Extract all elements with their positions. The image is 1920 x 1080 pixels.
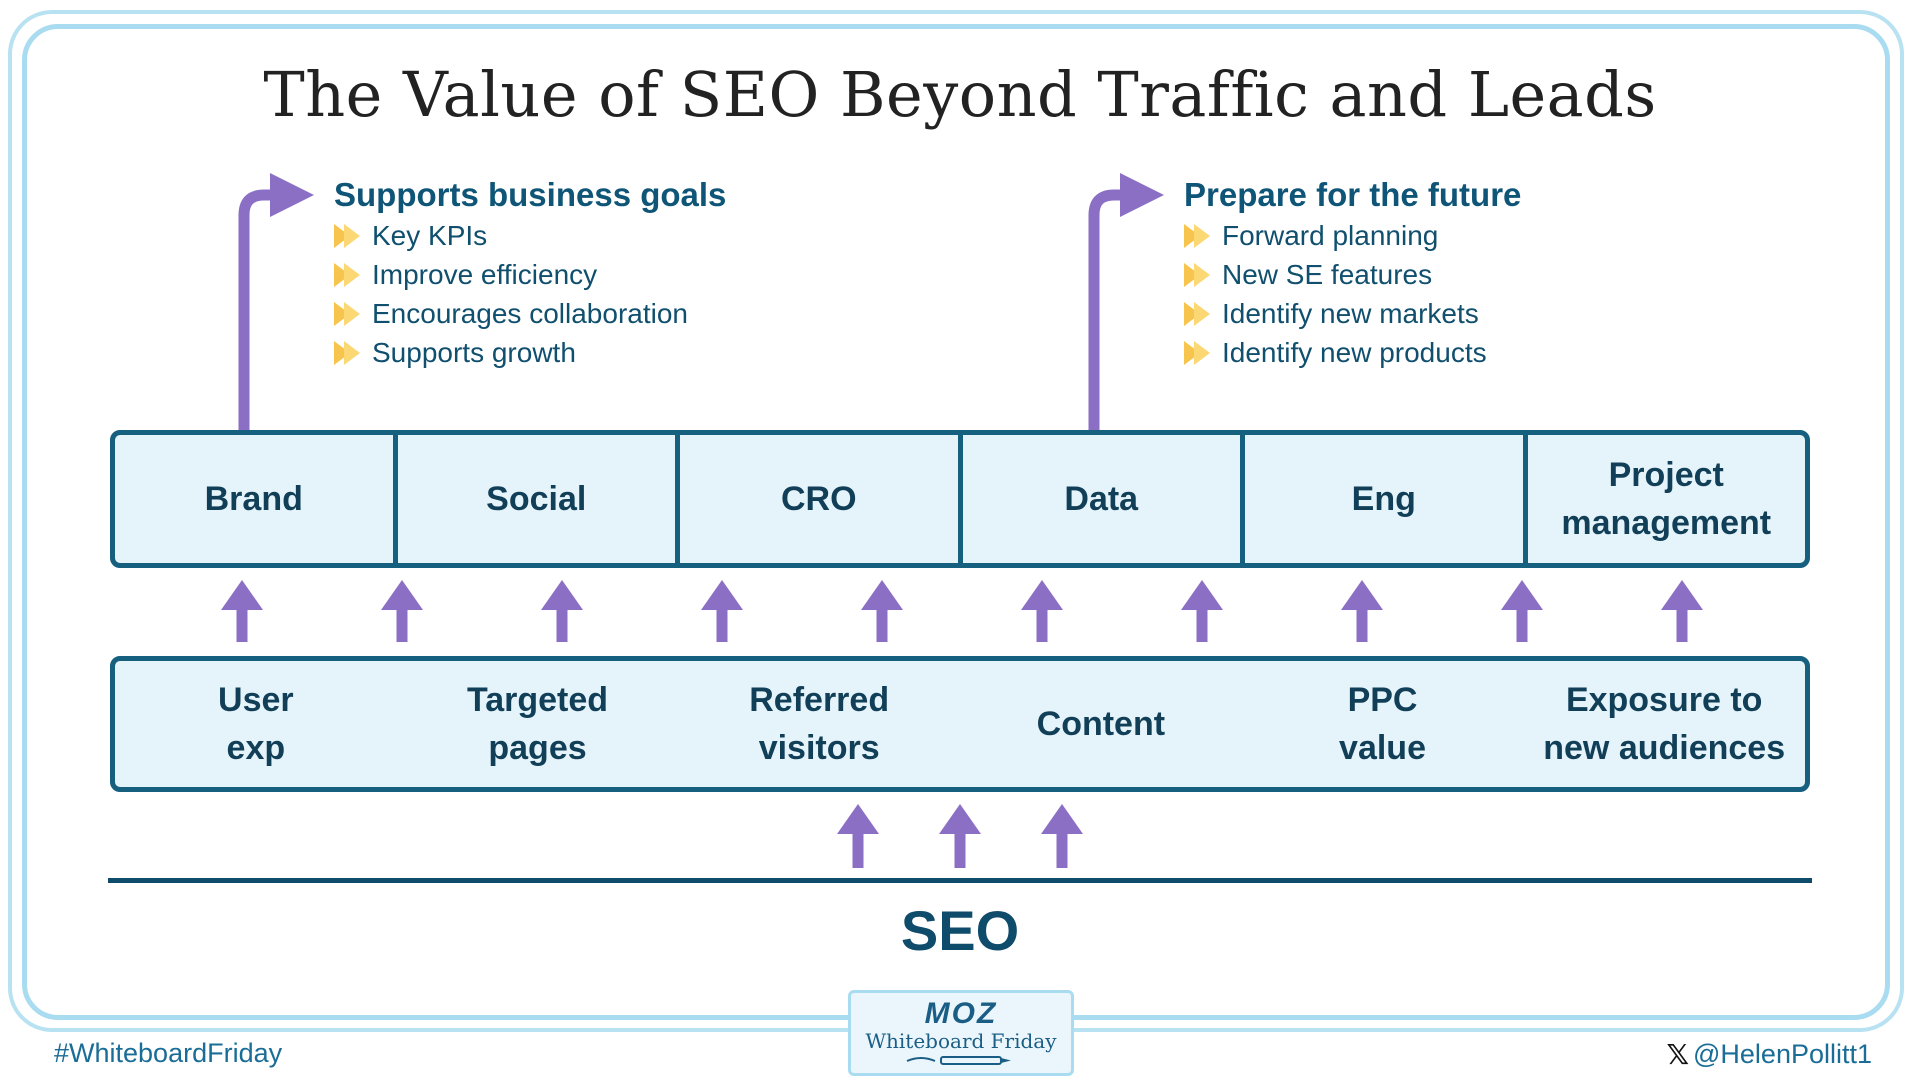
list-item: Encourages collaboration (334, 294, 726, 333)
marker-pen-icon (906, 1056, 1011, 1065)
cell-targeted-pages: Targeted pages (466, 681, 609, 767)
bullet-icon (334, 301, 364, 326)
cell-referred-visitors: Referred visitors (749, 681, 890, 767)
cell-cro: CRO (675, 435, 958, 563)
bullet-icon (334, 223, 364, 248)
bullet-icon (334, 340, 364, 365)
author-handle: 𝕏 @HelenPollitt1 (1666, 1038, 1872, 1071)
list-item: Key KPIs (334, 216, 726, 255)
business-goals-block: Supports business goals Key KPIs Improve… (334, 176, 726, 372)
cell-eng: Eng (1240, 435, 1523, 563)
hashtag-text: #WhiteboardFriday (54, 1038, 283, 1068)
function-row: Brand Social CRO Data Eng Project manage… (110, 430, 1810, 568)
bullet-icon (1184, 262, 1214, 287)
badge-subtitle: Whiteboard Friday (865, 1029, 1057, 1053)
moz-logo: MOZ (924, 997, 998, 1030)
business-goals-heading: Supports business goals (334, 176, 727, 213)
cell-data: Data (957, 435, 1241, 563)
cell-content: Content (1036, 705, 1166, 743)
seo-baseline (108, 878, 1812, 883)
seo-label: SEO (900, 899, 1020, 962)
list-item: Supports growth (334, 333, 726, 372)
list-item: Improve efficiency (334, 255, 726, 294)
cell-user-exp: User exp (218, 681, 294, 767)
cell-exposure: Exposure to new audiences (1543, 681, 1786, 767)
bullet-icon (1184, 301, 1214, 326)
benefit-row: User exp Targeted pages Referred visitor… (110, 656, 1810, 792)
bullet-icon (1184, 340, 1214, 365)
cell-project-management: Project management (1522, 435, 1806, 563)
future-block: Prepare for the future Forward planning … (1184, 176, 1521, 372)
page-title: The Value of SEO Beyond Traffic and Lead… (263, 58, 1657, 131)
future-list: Forward planning New SE features Identif… (1184, 216, 1521, 372)
future-heading: Prepare for the future (1184, 176, 1522, 213)
moz-badge: MOZ Whiteboard Friday (848, 990, 1074, 1076)
x-logo-icon: 𝕏 (1666, 1038, 1689, 1071)
handle-text: @HelenPollitt1 (1693, 1039, 1872, 1069)
list-item: Identify new markets (1184, 294, 1521, 333)
list-item: Forward planning (1184, 216, 1521, 255)
cell-ppc-value: PPC value (1339, 681, 1426, 767)
business-goals-list: Key KPIs Improve efficiency Encourages c… (334, 216, 726, 372)
cell-brand: Brand (204, 480, 303, 518)
list-item: New SE features (1184, 255, 1521, 294)
bullet-icon (334, 262, 364, 287)
cell-social: Social (392, 435, 676, 563)
list-item: Identify new products (1184, 333, 1521, 372)
bullet-icon (1184, 223, 1214, 248)
